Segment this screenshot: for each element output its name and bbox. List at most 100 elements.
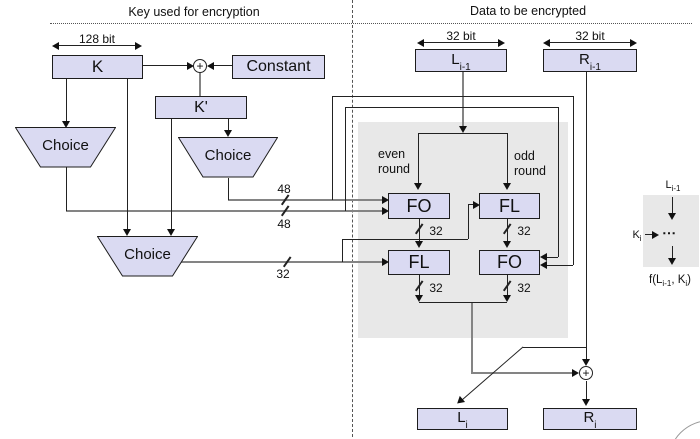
arrowhead-icon (668, 213, 676, 220)
kprime-box: K' (155, 96, 247, 119)
bus-32-fl2-label: 32 (429, 281, 443, 295)
constant-box: Constant (232, 55, 325, 79)
wire-into-fo2-upper (546, 257, 558, 259)
wire-wrap-top-inner (345, 107, 558, 109)
arrowhead-icon (540, 253, 547, 261)
wire-32key-branch-up (342, 239, 344, 262)
wire-lprev-down (462, 72, 464, 129)
arrowhead-icon (62, 121, 70, 128)
mini-ki-label: Ki (632, 228, 642, 244)
wire-k-to-choice1 (66, 79, 68, 124)
arrowhead-icon (459, 126, 467, 133)
wire-f-output-to-xor (471, 372, 573, 374)
measure-arrow (56, 45, 138, 47)
wire-k-to-choice3 (127, 79, 129, 232)
measure-arrow-right-icon (630, 39, 637, 47)
fl-bottom-box: FL (388, 250, 450, 275)
wire-kprime-to-choice2 (228, 119, 230, 133)
wire-32key-into-fl1 (468, 204, 473, 206)
rnext-box: Ri (543, 408, 637, 431)
lprev-box: Li-1 (415, 49, 507, 72)
bus-32-fl1-label: 32 (517, 224, 531, 238)
measure-arrow (547, 42, 633, 44)
wire-wrap-left-inner (345, 107, 347, 211)
fl-top-box: FL (479, 193, 540, 219)
choice2-label: Choice (204, 146, 252, 164)
choice2-trapezoid: Choice (178, 137, 278, 178)
mini-wire-right (645, 234, 653, 236)
arrowhead-icon (187, 62, 194, 70)
arrowhead-icon (415, 295, 423, 302)
wire-round-output-join (419, 302, 507, 304)
measure-arrow-right-icon (135, 42, 142, 50)
bus-48-upper-label: 48 (277, 182, 291, 196)
left-section-title: Key used for encryption (128, 5, 260, 19)
mini-dots-label: ⋯ (662, 224, 676, 241)
mini-lprev-label: Li-1 (665, 178, 681, 194)
arrowhead-icon (207, 62, 214, 70)
wire-split-to-fo1 (418, 133, 420, 186)
wire-48bit-upper (228, 199, 384, 201)
wire-wrap-left-outer (332, 96, 334, 200)
wire-wrap-top-outer (332, 96, 573, 98)
rprev-box: Ri-1 (543, 49, 637, 72)
arrowhead-icon (415, 241, 423, 248)
wire-rprev-down (586, 72, 588, 360)
choice1-trapezoid: Choice (15, 127, 116, 168)
lnext-box: Li (417, 408, 508, 431)
mini-wire-down1 (672, 197, 674, 215)
wire-rprev-branch (523, 347, 586, 349)
section-divider-vertical (352, 0, 353, 437)
wire-k-to-xor (143, 65, 188, 67)
bus-32-key-label: 32 (276, 267, 290, 281)
arrowhead-icon (572, 369, 579, 377)
measure-arrow-left-icon (417, 39, 424, 47)
arrowhead-icon (382, 196, 389, 204)
arrowhead-icon (123, 229, 131, 236)
wire-fo1-out (419, 219, 421, 244)
wire-xor-to-rnext (586, 381, 588, 402)
measure-arrow-left-icon (52, 42, 59, 50)
arrowhead-icon (454, 395, 466, 407)
arrowhead-icon (224, 130, 232, 137)
choice3-trapezoid: Choice (97, 236, 198, 277)
mini-f-output-label: f(Li-1, Ki) (649, 273, 691, 289)
arrowhead-icon (540, 261, 547, 269)
wire-kprime-to-choice3 (171, 119, 173, 232)
right-section-title: Data to be encrypted (469, 4, 587, 18)
section-divider-horizontal (50, 23, 692, 24)
arrowhead-icon (382, 258, 389, 266)
wire-split-to-fl1 (507, 133, 509, 186)
arrowhead-icon (503, 183, 511, 190)
arrowhead-icon (582, 359, 590, 366)
arrowhead-icon (652, 231, 659, 239)
measure-arrow (421, 42, 501, 44)
fo-top-box: FO (388, 193, 450, 219)
wire-32key-branch-rise (468, 205, 470, 239)
wire-fl1-out (507, 219, 509, 244)
arrowhead-icon (473, 201, 480, 209)
xor-data-icon: + (579, 366, 593, 380)
wire-32bit-key (181, 261, 382, 263)
arrowhead-icon (167, 229, 175, 236)
corner-arc-decoration (668, 420, 700, 439)
key-width-label: 128 bit (78, 32, 116, 46)
wire-constant-to-xor (213, 65, 232, 67)
wire-32key-branch-across (342, 239, 468, 241)
right-block-width-label: 32 bit (575, 29, 605, 43)
wire-choice1-drop (66, 167, 68, 211)
key-box: K (52, 55, 143, 79)
bus-32-fo1-label: 32 (429, 224, 443, 238)
wire-lprev-split (418, 133, 507, 135)
left-block-width-label: 32 bit (446, 29, 476, 43)
measure-arrow-left-icon (543, 39, 550, 47)
xor-key-icon: + (193, 59, 207, 73)
wire-into-fo2-lower (546, 265, 573, 267)
measure-arrow-right-icon (498, 39, 505, 47)
wire-f-output-down (471, 302, 473, 373)
wire-wrap-right-inner (558, 107, 560, 257)
bus-32-fo2-label: 32 (517, 281, 531, 295)
choice3-label: Choice (124, 245, 171, 263)
